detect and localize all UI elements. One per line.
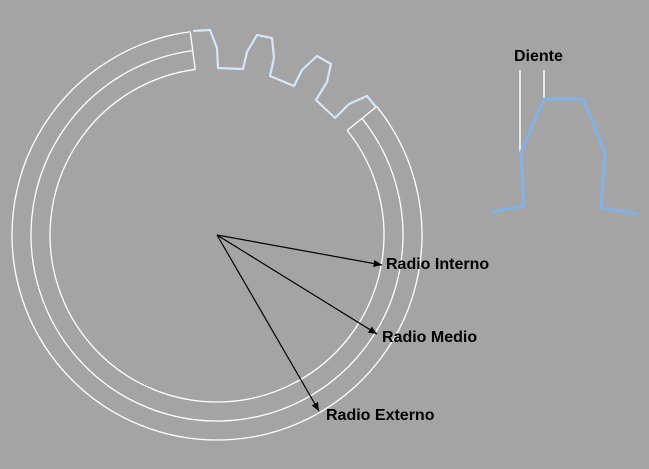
tooth-profile	[490, 97, 639, 216]
outer-ring	[11, 31, 423, 441]
tooth-label: Diente	[514, 48, 563, 65]
radius-arrows	[216, 234, 383, 412]
outer-radius-label: Radio Externo	[326, 407, 435, 424]
tooth-detail	[490, 70, 639, 216]
ring-end-line	[189, 31, 196, 70]
inner-radius-arrow	[216, 234, 383, 268]
middle-radius-arrow	[216, 234, 378, 335]
middle-ring	[30, 49, 404, 422]
inner-radius-label: Radio Interno	[386, 256, 490, 273]
outer-radius-arrow	[216, 234, 320, 412]
middle-radius-label: Radio Medio	[382, 329, 478, 346]
ring-end-line	[346, 106, 378, 131]
gear-teeth	[192, 28, 377, 120]
